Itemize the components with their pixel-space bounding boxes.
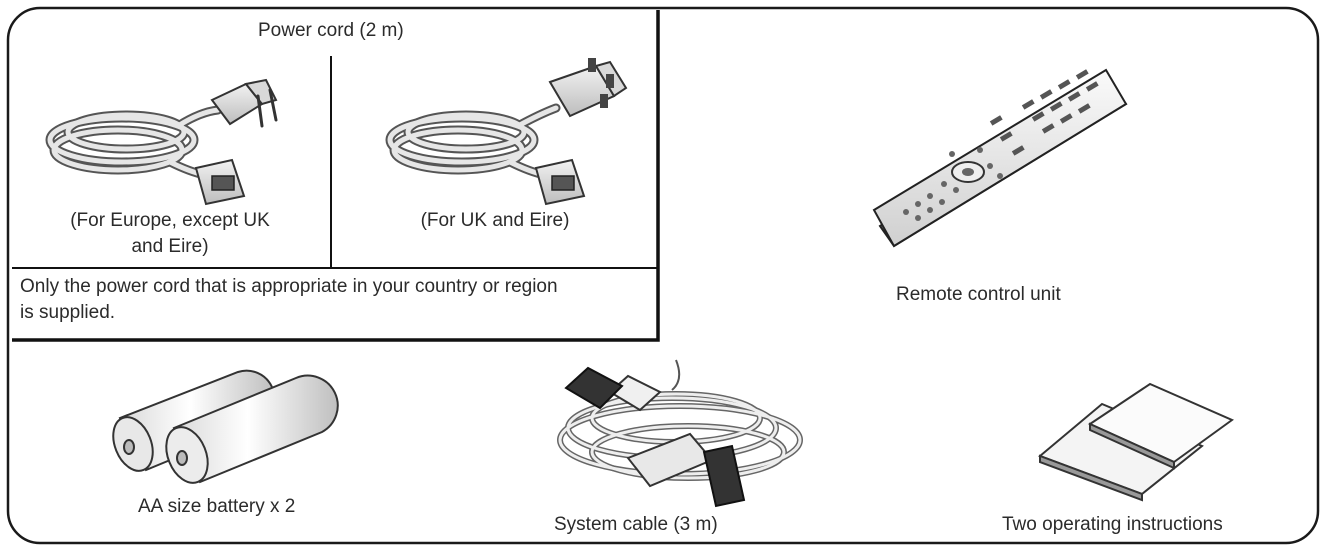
outer-frame xyxy=(6,6,1320,545)
battery-label: AA size battery x 2 xyxy=(138,496,296,517)
power-cord-title: Power cord (2 m) xyxy=(258,20,404,41)
power-cord-box xyxy=(12,10,660,342)
europe-cord-label: (For Europe, except UK and Eire) xyxy=(20,208,320,260)
uk-cord-label: (For UK and Eire) xyxy=(420,210,570,231)
power-cord-note-line1: Only the power cord that is appropriate … xyxy=(20,276,558,297)
remote-control-label: Remote control unit xyxy=(896,284,1061,305)
europe-cord-label-line2: and Eire) xyxy=(131,236,209,257)
europe-cord-label-line1: (For Europe, except UK xyxy=(70,210,270,231)
power-cord-note: Only the power cord that is appropriate … xyxy=(20,274,558,326)
europe-power-cord-illustration xyxy=(45,78,278,206)
instructions-label: Two operating instructions xyxy=(1002,514,1223,535)
instructions-illustration xyxy=(1038,382,1235,502)
system-cable-label: System cable (3 m) xyxy=(554,514,718,535)
uk-power-cord-illustration xyxy=(385,58,628,206)
battery-illustration xyxy=(112,369,339,484)
power-cord-note-line2: is supplied. xyxy=(20,302,116,323)
remote-control-illustration xyxy=(872,68,1128,248)
system-cable-illustration xyxy=(557,359,803,508)
